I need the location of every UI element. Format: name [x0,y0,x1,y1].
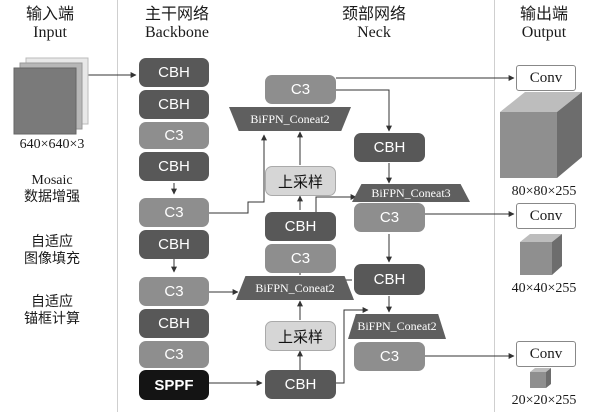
conv-box-2: Conv [516,203,576,229]
header-backbone-en: Backbone [145,24,209,41]
upsample-block: 上采样 [265,321,336,351]
neck-c3-b: C3 [354,342,425,371]
aug-fill-line1: 自适应 [31,235,73,250]
neck-c3-mid: C3 [265,244,336,273]
separator [494,0,495,412]
header-input-en: Input [33,24,67,41]
header-output: 输出端 Output [495,6,593,42]
output-size-2: 40×40×255 [511,281,577,296]
header-neck-en: Neck [357,24,391,41]
aug-anchor: 自适应 锚框计算 [2,294,102,328]
aug-anchor-line1: 自适应 [31,295,73,310]
neck-cbh-2: CBH [265,370,336,399]
aug-fill-line2: 图像填充 [24,252,80,267]
output-cube-small [530,368,551,388]
header-output-cn: 输出端 [519,6,568,23]
backbone-block: CBH [139,90,209,119]
conv-box-1: Conv [516,65,576,91]
conv-box-3: Conv [516,341,576,367]
upsample-block: 上采样 [265,166,336,196]
header-neck: 颈部网络 Neck [315,6,433,42]
output-size-3: 20×20×255 [511,393,577,408]
sppf-block: SPPF [139,370,209,400]
aug-fill: 自适应 图像填充 [2,234,102,268]
aug-mosaic: Mosaic 数据增强 [2,172,102,206]
backbone-block: CBH [139,230,209,259]
backbone-block: CBH [139,309,209,338]
input-size: 640×640×3 [19,137,85,152]
bifpn-concat3: BiFPN_Coneat3 [352,184,470,202]
header-neck-cn: 颈部网络 [341,6,406,23]
neck-cbh-1: CBH [265,212,336,241]
bifpn-concat2-top: BiFPN_Coneat2 [229,107,351,131]
output-size-1: 80×80×255 [511,184,577,199]
header-input: 输入端 Input [0,6,100,42]
bifpn-concat2-low: BiFPN_Coneat2 [348,314,446,339]
header-backbone: 主干网络 Backbone [118,6,236,42]
neck-c3-a: C3 [354,203,425,232]
aug-mosaic-line1: Mosaic [31,173,73,188]
output-cube-large [500,92,582,178]
header-backbone-cn: 主干网络 [144,6,209,23]
separator [117,0,118,412]
neck-cbh-mid: CBH [354,264,425,295]
bifpn-concat2-mid: BiFPN_Coneat2 [236,276,354,300]
backbone-block: C3 [139,198,209,227]
backbone-block: CBH [139,152,209,181]
header-input-cn: 输入端 [25,6,74,23]
output-cube-medium [520,234,562,275]
aug-mosaic-line2: 数据增强 [24,190,80,205]
neck-c3-top: C3 [265,75,336,104]
input-image-icon [13,57,89,135]
header-output-en: Output [521,24,567,41]
aug-anchor-line2: 锚框计算 [24,312,80,327]
backbone-block: C3 [139,122,209,149]
backbone-block: C3 [139,277,209,306]
backbone-block: CBH [139,58,209,87]
backbone-block: C3 [139,341,209,368]
neck-cbh-top: CBH [354,133,425,162]
